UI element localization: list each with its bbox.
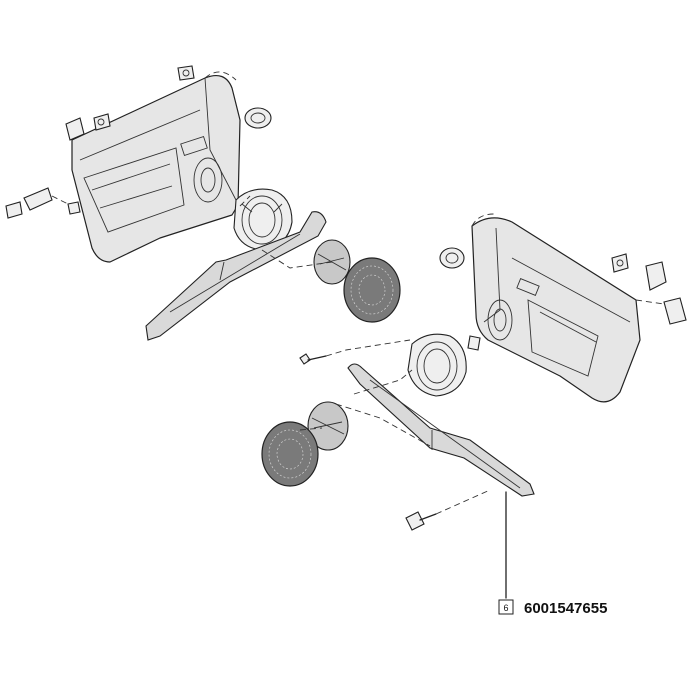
lower-screw	[405, 511, 437, 531]
ref-number-box	[498, 599, 514, 615]
right-speaker-bracket	[407, 333, 481, 397]
ref-number-label: 6	[503, 603, 508, 613]
left-armrest-trim	[145, 211, 327, 341]
right-clip-pair	[611, 253, 667, 291]
left-clip-top	[177, 65, 195, 81]
assembly-guide-lines	[239, 195, 491, 515]
part-callout: 6 6001547655	[498, 599, 607, 617]
right-ring-grommet	[439, 247, 465, 269]
right-door-panel	[471, 213, 641, 403]
left-ring-grommet	[244, 107, 272, 129]
left-bracket-clips	[5, 187, 81, 219]
left-door-panel	[71, 71, 241, 263]
left-speaker-grille	[343, 257, 401, 323]
upper-screw	[299, 353, 327, 365]
right-armrest-trim	[347, 363, 535, 497]
right-bracket-clip	[635, 297, 687, 325]
part-number-label[interactable]: 6001547655	[524, 600, 607, 617]
right-speaker-grille	[261, 421, 319, 487]
left-clip-pair	[65, 113, 111, 141]
left-speaker-bracket	[233, 188, 293, 251]
right-speaker-mesh	[307, 401, 349, 451]
